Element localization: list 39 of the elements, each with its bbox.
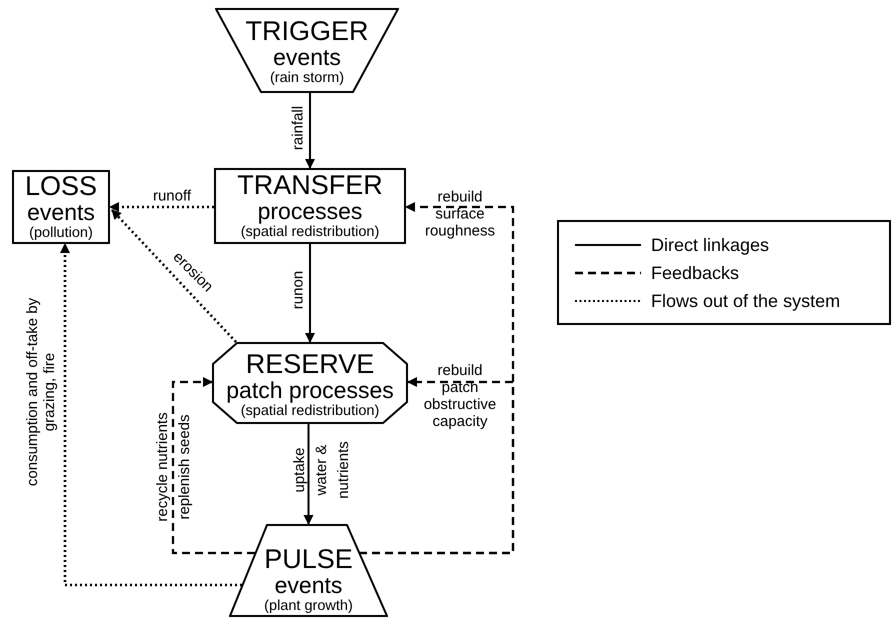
trapezoid-node bbox=[215, 8, 399, 93]
process-box bbox=[214, 168, 406, 244]
node-note: (spatial redistribution) bbox=[240, 402, 380, 420]
edge-label: rebuild surface roughness bbox=[424, 188, 496, 240]
octagon-node bbox=[212, 342, 408, 424]
edge-label: recycle nutrients replenish seeds bbox=[153, 411, 194, 524]
edge-label: runon bbox=[290, 270, 306, 312]
arrow bbox=[109, 202, 214, 212]
node-title: TRANSFER bbox=[237, 172, 383, 198]
arrow bbox=[304, 424, 314, 525]
edge-label: runoff bbox=[152, 188, 192, 204]
legend-label: Feedbacks bbox=[651, 262, 740, 284]
arrow bbox=[172, 377, 255, 554]
edge-label: consumption and off-take by grazing, fire bbox=[24, 296, 58, 488]
node-subtitle: events bbox=[273, 45, 341, 69]
trapezoid-node bbox=[229, 524, 388, 617]
arrow bbox=[60, 243, 242, 586]
node-title: LOSS bbox=[24, 172, 98, 200]
edge-label: rebuild patch obstructive capacity bbox=[422, 362, 498, 430]
arrow bbox=[359, 377, 514, 554]
node-title: RESERVE bbox=[246, 350, 374, 378]
arrow bbox=[305, 244, 315, 343]
node-note: (plant growth) bbox=[264, 597, 353, 615]
node-note: (pollution) bbox=[29, 224, 93, 242]
edge-label: rainfall bbox=[290, 104, 306, 152]
node-subtitle: events bbox=[274, 573, 342, 597]
edge-label: uptake water & nutrients bbox=[290, 440, 353, 501]
arrow bbox=[305, 93, 315, 169]
node-subtitle: events bbox=[27, 200, 95, 224]
node-title: PULSE bbox=[264, 546, 353, 573]
node-title: TRIGGER bbox=[245, 18, 368, 45]
node-note: (rain storm) bbox=[270, 69, 344, 87]
arrow bbox=[111, 209, 237, 343]
legend-label: Flows out of the system bbox=[651, 290, 840, 312]
node-subtitle: processes bbox=[258, 198, 362, 222]
process-box bbox=[12, 170, 110, 244]
node-subtitle: patch processes bbox=[226, 378, 394, 402]
legend-label: Direct linkages bbox=[651, 234, 770, 256]
node-note: (spatial redistribution) bbox=[240, 224, 380, 240]
